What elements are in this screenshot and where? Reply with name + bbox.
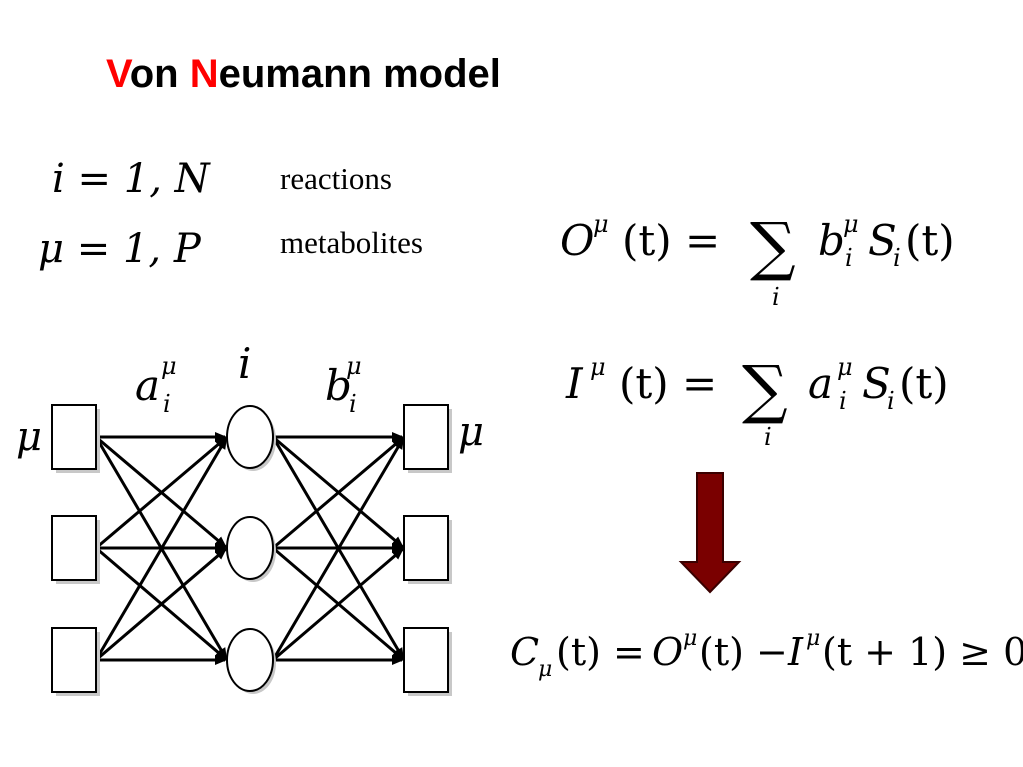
reaction-node bbox=[226, 516, 274, 580]
edge-right-1-0 bbox=[272, 437, 405, 550]
constraint-o-sup: μ bbox=[683, 626, 697, 651]
constraint-i-sup: μ bbox=[806, 626, 820, 651]
input-lhs-arg: (t) = bbox=[619, 359, 717, 408]
title-letter-n: N bbox=[189, 52, 219, 96]
input-lhs: I bbox=[565, 359, 584, 408]
left-metabolite-box bbox=[51, 515, 97, 581]
page-title: Von Neumann model bbox=[106, 52, 501, 97]
edges-left bbox=[94, 432, 228, 665]
definition-reactions-label: reactions bbox=[280, 161, 392, 196]
input-term: S bbox=[862, 359, 891, 408]
input-equation: I μ (t) = ∑ i a μ i S i (t) bbox=[565, 353, 949, 451]
left-metabolite-box bbox=[51, 627, 97, 693]
edges-right bbox=[271, 432, 405, 665]
left-weight-symbol: a bbox=[135, 361, 160, 410]
edge-left-2-0 bbox=[94, 436, 228, 661]
down-arrow-icon bbox=[678, 472, 742, 594]
definition-metabolites-math: μ = 1, P bbox=[38, 226, 202, 272]
input-sum-sign: ∑ bbox=[742, 353, 788, 427]
constraint-c: C bbox=[510, 630, 539, 674]
output-sum-index: i bbox=[772, 283, 780, 311]
output-coef-sub: i bbox=[845, 244, 853, 272]
output-coef: b bbox=[818, 216, 845, 265]
output-term-sub: i bbox=[893, 244, 901, 272]
left-weight-subscript: i bbox=[163, 390, 171, 418]
network-nodes bbox=[51, 404, 452, 696]
input-term-sub: i bbox=[887, 387, 895, 415]
title-part-2: eumann model bbox=[218, 52, 501, 96]
output-equation: O μ (t) = ∑ i b μ i S i (t) bbox=[560, 210, 955, 311]
definition-reactions-math: i = 1, N bbox=[52, 156, 212, 202]
definition-metabolites-label: metabolites bbox=[280, 225, 423, 260]
reaction-node bbox=[226, 405, 274, 469]
output-term-arg: (t) bbox=[905, 216, 955, 265]
input-coef: a bbox=[808, 359, 833, 408]
input-sum-index: i bbox=[764, 423, 772, 451]
input-coef-sub: i bbox=[839, 387, 847, 415]
title-part-1: on bbox=[129, 52, 190, 96]
constraint-o-arg: (t) − bbox=[699, 630, 788, 674]
right-metabolite-box bbox=[403, 404, 449, 470]
edge-left-2-1 bbox=[95, 548, 227, 662]
left-metabolite-box bbox=[51, 404, 97, 470]
right-metabolite-box bbox=[403, 627, 449, 693]
output-coef-sup: μ bbox=[843, 210, 859, 238]
edge-right-2-1 bbox=[272, 548, 405, 662]
right-weight-label: b μ i bbox=[325, 352, 362, 418]
constraint-c-arg: (t) = bbox=[556, 630, 645, 674]
edge-right-2-0 bbox=[271, 436, 405, 661]
middle-node-label: i bbox=[238, 339, 251, 388]
title-letter-v: V bbox=[106, 52, 130, 96]
constraint-o: O bbox=[652, 630, 683, 674]
right-node-label: μ bbox=[458, 409, 484, 455]
right-metabolite-box bbox=[403, 515, 449, 581]
right-weight-subscript: i bbox=[349, 390, 357, 418]
reaction-node bbox=[226, 628, 274, 692]
output-lhs: O bbox=[560, 216, 594, 265]
left-weight-label: a μ i bbox=[135, 352, 177, 418]
input-term-arg: (t) bbox=[899, 359, 949, 408]
constraint-i-arg: (t + 1) ≥ 0 bbox=[822, 630, 1023, 674]
constraint-i: I bbox=[787, 630, 804, 674]
edge-left-1-0 bbox=[95, 437, 227, 550]
output-lhs-arg: (t) = bbox=[622, 216, 720, 265]
left-node-label: μ bbox=[16, 414, 42, 460]
right-weight-superscript: μ bbox=[346, 352, 362, 380]
input-coef-sup: μ bbox=[837, 353, 853, 381]
output-lhs-sup: μ bbox=[593, 210, 609, 238]
input-lhs-sup: μ bbox=[590, 353, 606, 381]
output-term: S bbox=[868, 216, 897, 265]
constraint-c-sub: μ bbox=[538, 657, 552, 682]
constraint-equation: C μ (t) = O μ (t) − I μ (t + 1) ≥ 0 bbox=[510, 626, 1023, 682]
output-sum-sign: ∑ bbox=[750, 210, 796, 284]
left-weight-superscript: μ bbox=[161, 352, 177, 380]
right-weight-symbol: b bbox=[325, 361, 352, 410]
